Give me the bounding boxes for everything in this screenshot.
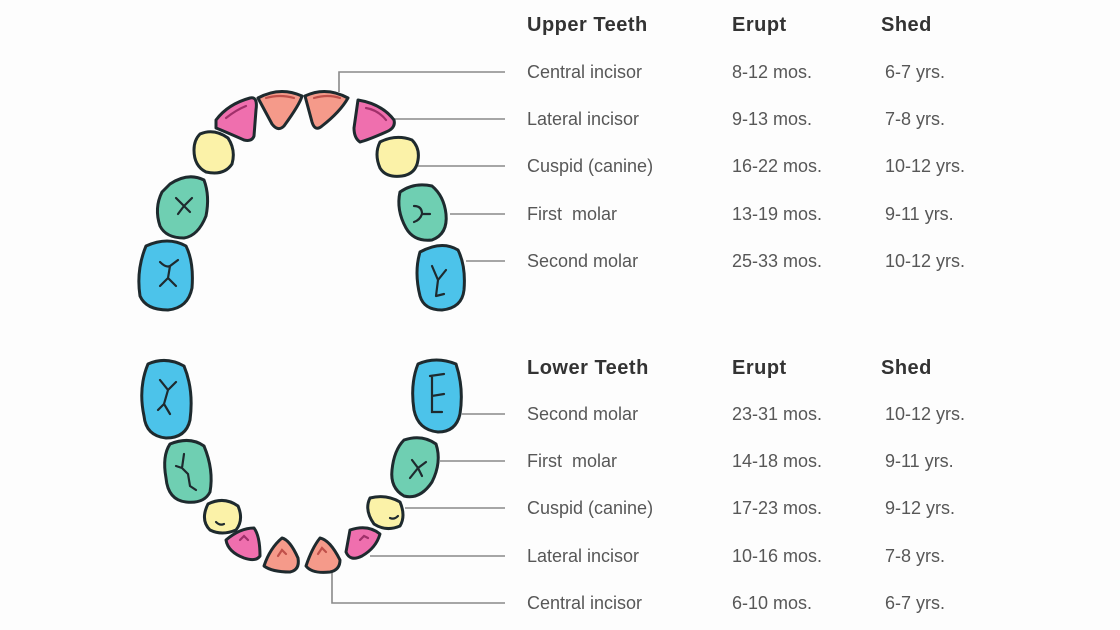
tooth-lower-central-right	[304, 536, 342, 574]
upper-row-4-shed: 10-12 yrs.	[885, 251, 966, 271]
lower-row-0-name: Second molar	[527, 404, 639, 424]
upper-row-4-erupt: 25-33 mos.	[732, 251, 823, 271]
upper-row-4-name: Second molar	[527, 251, 639, 271]
lower-row-4-name: Central incisor	[527, 593, 643, 613]
lower-erupt-heading: Erupt	[732, 357, 787, 379]
tooth-lower-central-left	[262, 536, 300, 574]
upper-row-3-name: First molar	[527, 204, 617, 224]
lower-row-0-shed: 10-12 yrs.	[885, 404, 966, 424]
upper-row-2-erupt: 16-22 mos.	[732, 156, 823, 176]
leader-lines	[331, 71, 505, 604]
lower-row-3-shed: 7-8 yrs.	[885, 546, 946, 566]
tooth-upper-central-left	[256, 90, 304, 131]
upper-row-1-name: Lateral incisor	[527, 109, 640, 129]
lower-row-3-name: Lateral incisor	[527, 546, 640, 566]
leader-line-lower-central	[331, 572, 505, 604]
upper-row-2-shed: 10-12 yrs.	[885, 156, 966, 176]
upper-fissures	[158, 94, 448, 298]
lower-row-1-erupt: 14-18 mos.	[732, 451, 823, 471]
tooth-lower-first-molar-right	[390, 436, 440, 499]
tooth-lower-cuspid-right	[366, 495, 405, 531]
lower-row-0-erupt: 23-31 mos.	[732, 404, 823, 424]
tooth-upper-cuspid-right	[375, 135, 420, 178]
upper-row-0-erupt: 8-12 mos.	[732, 62, 813, 82]
tooth-upper-lateral-right	[352, 98, 396, 144]
lower-row-1-shed: 9-11 yrs.	[885, 451, 954, 471]
tooth-upper-second-molar-left	[137, 239, 194, 312]
upper-row-0-name: Central incisor	[527, 62, 643, 82]
lower-row-4-shed: 6-7 yrs.	[885, 593, 946, 613]
lower-row-4-erupt: 6-10 mos.	[732, 593, 813, 613]
upper-row-1-erupt: 9-13 mos.	[732, 109, 813, 129]
tooth-upper-lateral-left	[214, 96, 258, 142]
tooth-upper-cuspid-left	[192, 130, 235, 175]
upper-row-0-shed: 6-7 yrs.	[885, 62, 946, 82]
tooth-lower-lateral-right	[344, 526, 382, 560]
upper-row-2-name: Cuspid (canine)	[527, 156, 654, 176]
lower-fissures	[156, 372, 446, 558]
upper-arch	[137, 90, 466, 312]
upper-teeth-heading: Upper Teeth	[527, 14, 648, 36]
tooth-lower-lateral-left	[224, 526, 262, 562]
lower-row-1-name: First molar	[527, 451, 617, 471]
lower-row-2-erupt: 17-23 mos.	[732, 498, 823, 518]
tooth-lower-first-molar-left	[163, 439, 213, 504]
lower-shed-heading: Shed	[881, 357, 932, 379]
upper-erupt-heading: Erupt	[732, 14, 787, 36]
tooth-upper-central-right	[303, 90, 350, 130]
upper-row-3-shed: 9-11 yrs.	[885, 204, 954, 224]
tooth-lower-cuspid-left	[203, 499, 243, 535]
lower-teeth-heading: Lower Teeth	[527, 357, 649, 379]
upper-shed-heading: Shed	[881, 14, 932, 36]
leader-line-upper-central	[338, 71, 505, 92]
lower-row-2-name: Cuspid (canine)	[527, 498, 654, 518]
lower-row-2-shed: 9-12 yrs.	[885, 498, 956, 518]
upper-row-1-shed: 7-8 yrs.	[885, 109, 946, 129]
lower-row-3-erupt: 10-16 mos.	[732, 546, 823, 566]
upper-row-3-erupt: 13-19 mos.	[732, 204, 823, 224]
